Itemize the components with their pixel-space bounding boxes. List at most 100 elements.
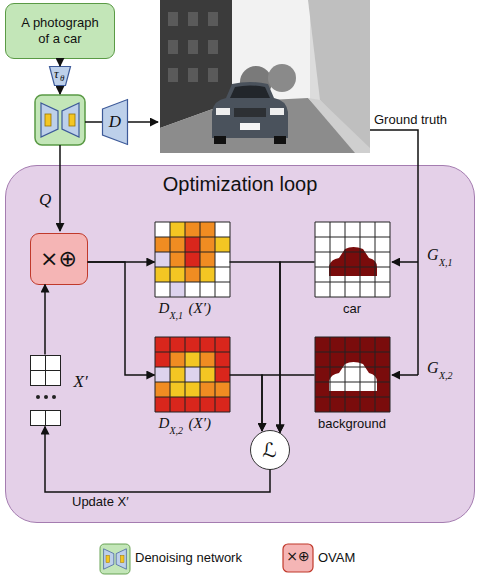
graphic-part bbox=[160, 0, 370, 153]
graphic-part bbox=[200, 352, 215, 367]
graphic-part bbox=[104, 549, 114, 569]
node-text: (X′) bbox=[189, 300, 211, 317]
legend-text: OVAM bbox=[318, 550, 355, 565]
graphic-part bbox=[103, 100, 128, 145]
graphic-part bbox=[268, 64, 296, 92]
legend-denoiser-icon bbox=[100, 544, 130, 574]
decode-wire bbox=[128, 121, 158, 123]
graphic-part bbox=[215, 382, 230, 397]
graphic-part bbox=[170, 222, 185, 237]
node-text: Optimization loop bbox=[6, 173, 474, 196]
legend-ovam-icon bbox=[283, 544, 313, 572]
graphic-part bbox=[106, 555, 110, 562]
heatmap-grid bbox=[155, 337, 230, 412]
graphic-part bbox=[36, 395, 40, 399]
heatmap-grid bbox=[155, 222, 230, 297]
graphic-part bbox=[155, 252, 170, 267]
node-text: ℒ bbox=[262, 438, 276, 462]
graphic-part bbox=[160, 0, 232, 128]
connector-arrow bbox=[280, 262, 315, 432]
graphic-part bbox=[185, 267, 200, 282]
graphic-part bbox=[168, 68, 178, 82]
graphic-part bbox=[155, 267, 170, 282]
node-text: θ bbox=[60, 73, 64, 83]
graphic-part bbox=[234, 108, 266, 117]
graphic-part bbox=[62, 103, 79, 137]
graphic-part bbox=[329, 247, 377, 276]
graphic-part bbox=[170, 367, 185, 382]
node-text: car bbox=[315, 301, 390, 316]
node-text: X,1 bbox=[170, 310, 184, 321]
graphic-part bbox=[44, 395, 48, 399]
graphic-part bbox=[35, 95, 85, 145]
graphic-part bbox=[170, 352, 185, 367]
graphic-part bbox=[155, 237, 170, 252]
graphic-part bbox=[52, 395, 56, 399]
graphic-part bbox=[200, 222, 215, 237]
graphic-part bbox=[308, 98, 370, 153]
graphic-part bbox=[155, 382, 170, 397]
generated-photo bbox=[160, 0, 370, 153]
graphic-part bbox=[185, 352, 200, 367]
graphic-part bbox=[200, 267, 215, 282]
ovam-box: ×⊕ bbox=[30, 233, 88, 285]
graphic-part bbox=[116, 549, 126, 569]
attention-map-grid: DX,2(X′) bbox=[155, 337, 230, 432]
graphic-part bbox=[155, 222, 230, 297]
graphic-part bbox=[50, 67, 71, 86]
node-text: τ bbox=[54, 66, 59, 82]
graphic-part bbox=[30, 410, 60, 425]
latent-wire bbox=[85, 121, 102, 123]
node-text: A photograph of a car bbox=[17, 15, 103, 48]
graphic-part bbox=[270, 108, 284, 115]
graphic-part bbox=[208, 40, 218, 54]
graphic-part bbox=[41, 103, 58, 137]
subscript: X,2 bbox=[439, 370, 453, 381]
graphic-part bbox=[315, 222, 390, 297]
attention-map-grid: DX,1(X′) bbox=[155, 222, 230, 317]
graphic-part bbox=[240, 123, 260, 130]
graphic-part bbox=[170, 382, 185, 397]
graphic-part bbox=[208, 12, 218, 26]
graphic-part bbox=[200, 367, 215, 382]
graphic-part bbox=[30, 355, 60, 385]
signal-name: G bbox=[427, 246, 439, 264]
graphic-part bbox=[200, 252, 215, 267]
node-text: X′ bbox=[74, 372, 88, 392]
connector-arrow bbox=[45, 427, 270, 493]
graphic-part bbox=[212, 82, 288, 138]
graphic-part bbox=[230, 86, 270, 99]
graphic-part bbox=[188, 12, 198, 26]
graphic-part bbox=[329, 362, 377, 391]
node-text: D bbox=[159, 415, 170, 432]
node-text: ×⊕ bbox=[40, 246, 77, 271]
legend-icon-symbol: ×⊕ bbox=[283, 548, 313, 564]
connector-arrow bbox=[262, 375, 315, 431]
loss-circle: ℒ bbox=[250, 430, 290, 470]
node-text: background bbox=[305, 416, 400, 431]
graphic-part bbox=[185, 252, 200, 267]
ground-truth-grid: background bbox=[315, 337, 390, 432]
graphic-part bbox=[214, 136, 226, 144]
graphic-part bbox=[155, 222, 230, 297]
connector-arrow bbox=[88, 261, 155, 263]
ground-truth-wire bbox=[392, 374, 418, 376]
graphic-part bbox=[100, 544, 130, 574]
graphic-part bbox=[315, 222, 390, 297]
graphic-part bbox=[215, 237, 230, 252]
graphic-part bbox=[188, 68, 198, 82]
graphic-part bbox=[185, 222, 200, 237]
optimization-loop-band: Optimization loop×⊕ DX,1(X′) car bbox=[5, 165, 475, 523]
text-encoder: τθ bbox=[49, 66, 71, 86]
graphic-part bbox=[168, 12, 178, 26]
graphic-part bbox=[69, 114, 75, 126]
connector-arrow bbox=[88, 262, 155, 375]
token-embedding-stack: X′ bbox=[30, 355, 62, 427]
subscript: X,1 bbox=[439, 257, 453, 268]
graphic-part bbox=[170, 282, 185, 297]
node-text: (X′) bbox=[189, 415, 211, 432]
denoising-network-icon bbox=[35, 95, 85, 145]
